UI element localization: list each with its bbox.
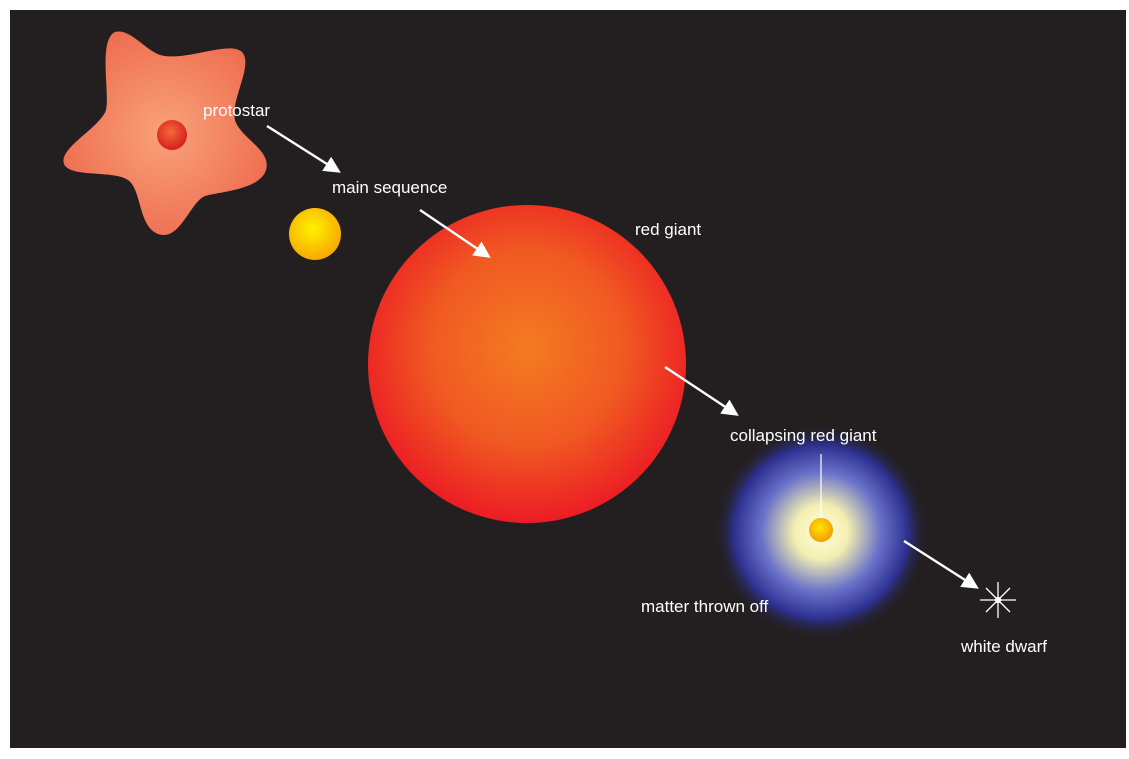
main-sequence-star bbox=[289, 208, 341, 260]
protostar-core bbox=[157, 120, 187, 150]
arrow-main-sequence-to-red-giant bbox=[419, 209, 491, 258]
diagram-canvas: protostar main sequence red giant collap… bbox=[10, 10, 1126, 748]
arrow-red-giant-to-collapse bbox=[664, 365, 739, 416]
arrow-collapse-to-white-dwarf bbox=[903, 539, 979, 589]
label-main-sequence: main sequence bbox=[332, 178, 448, 197]
white-dwarf-star bbox=[980, 582, 1016, 618]
label-protostar: protostar bbox=[203, 101, 271, 120]
label-white-dwarf: white dwarf bbox=[961, 637, 1047, 656]
arrow-protostar-to-main-sequence bbox=[266, 124, 341, 173]
label-collapsing-red-giant: collapsing red giant bbox=[730, 426, 877, 445]
label-red-giant: red giant bbox=[635, 220, 702, 239]
stellar-evolution-graphic bbox=[63, 31, 1016, 640]
label-matter-thrown-off: matter thrown off bbox=[641, 597, 769, 616]
collapsing-core bbox=[809, 518, 833, 542]
red-giant-star bbox=[368, 205, 686, 523]
